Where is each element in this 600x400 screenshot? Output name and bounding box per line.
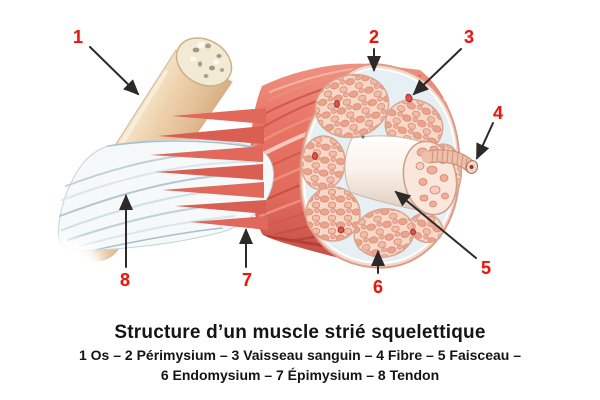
label-6-endomysium: 6 [372,277,384,297]
bone-cut-face [175,37,233,87]
figure-title: Structure d’un muscle strié squelettique [114,322,486,343]
label-3-vaisseau-sanguin: 3 [463,27,475,47]
muscle-fiber [421,148,479,174]
fascicle [314,73,390,139]
arrow-3 [412,48,462,96]
blood-vessel [334,100,340,108]
blood-vessel [312,152,318,160]
label-2-perimysium: 2 [368,27,380,47]
label-7-epimysium: 7 [241,270,253,290]
blood-vessel [405,93,413,103]
spongy-bone-texture [190,42,225,78]
fade-bottom-left [0,238,104,290]
annotation-arrows [89,46,494,274]
label-4-fibre: 4 [492,103,504,123]
muscle-cross-section [299,62,479,269]
fascicle-endomysium [353,208,415,258]
muscle-tendon-junction-fibers [150,108,268,230]
legend-line-2: 6 Endomysium – 7 Épimysium – 8 Tendon [160,367,440,383]
blood-vessel [410,228,416,236]
label-8-tendon: 8 [119,270,131,290]
capillary [400,199,404,203]
arrow-1 [89,46,140,96]
legend-line-1: 1 Os – 2 Périmysium – 3 Vaisseau sanguin… [78,347,521,363]
tendon [58,108,274,251]
fiber-striations [431,148,468,171]
arrow-5 [394,190,477,259]
arrow-4 [476,122,494,160]
blood-vessels [312,93,416,236]
capillary [361,135,365,139]
figure-caption: Structure d’un muscle strié squelettique… [0,321,600,385]
fascicle [305,186,361,242]
fiber-core [469,165,474,169]
label-1-os: 1 [72,27,84,47]
fascicles [300,73,463,258]
label-5-faisceau: 5 [480,258,492,278]
blood-vessel [337,226,345,234]
